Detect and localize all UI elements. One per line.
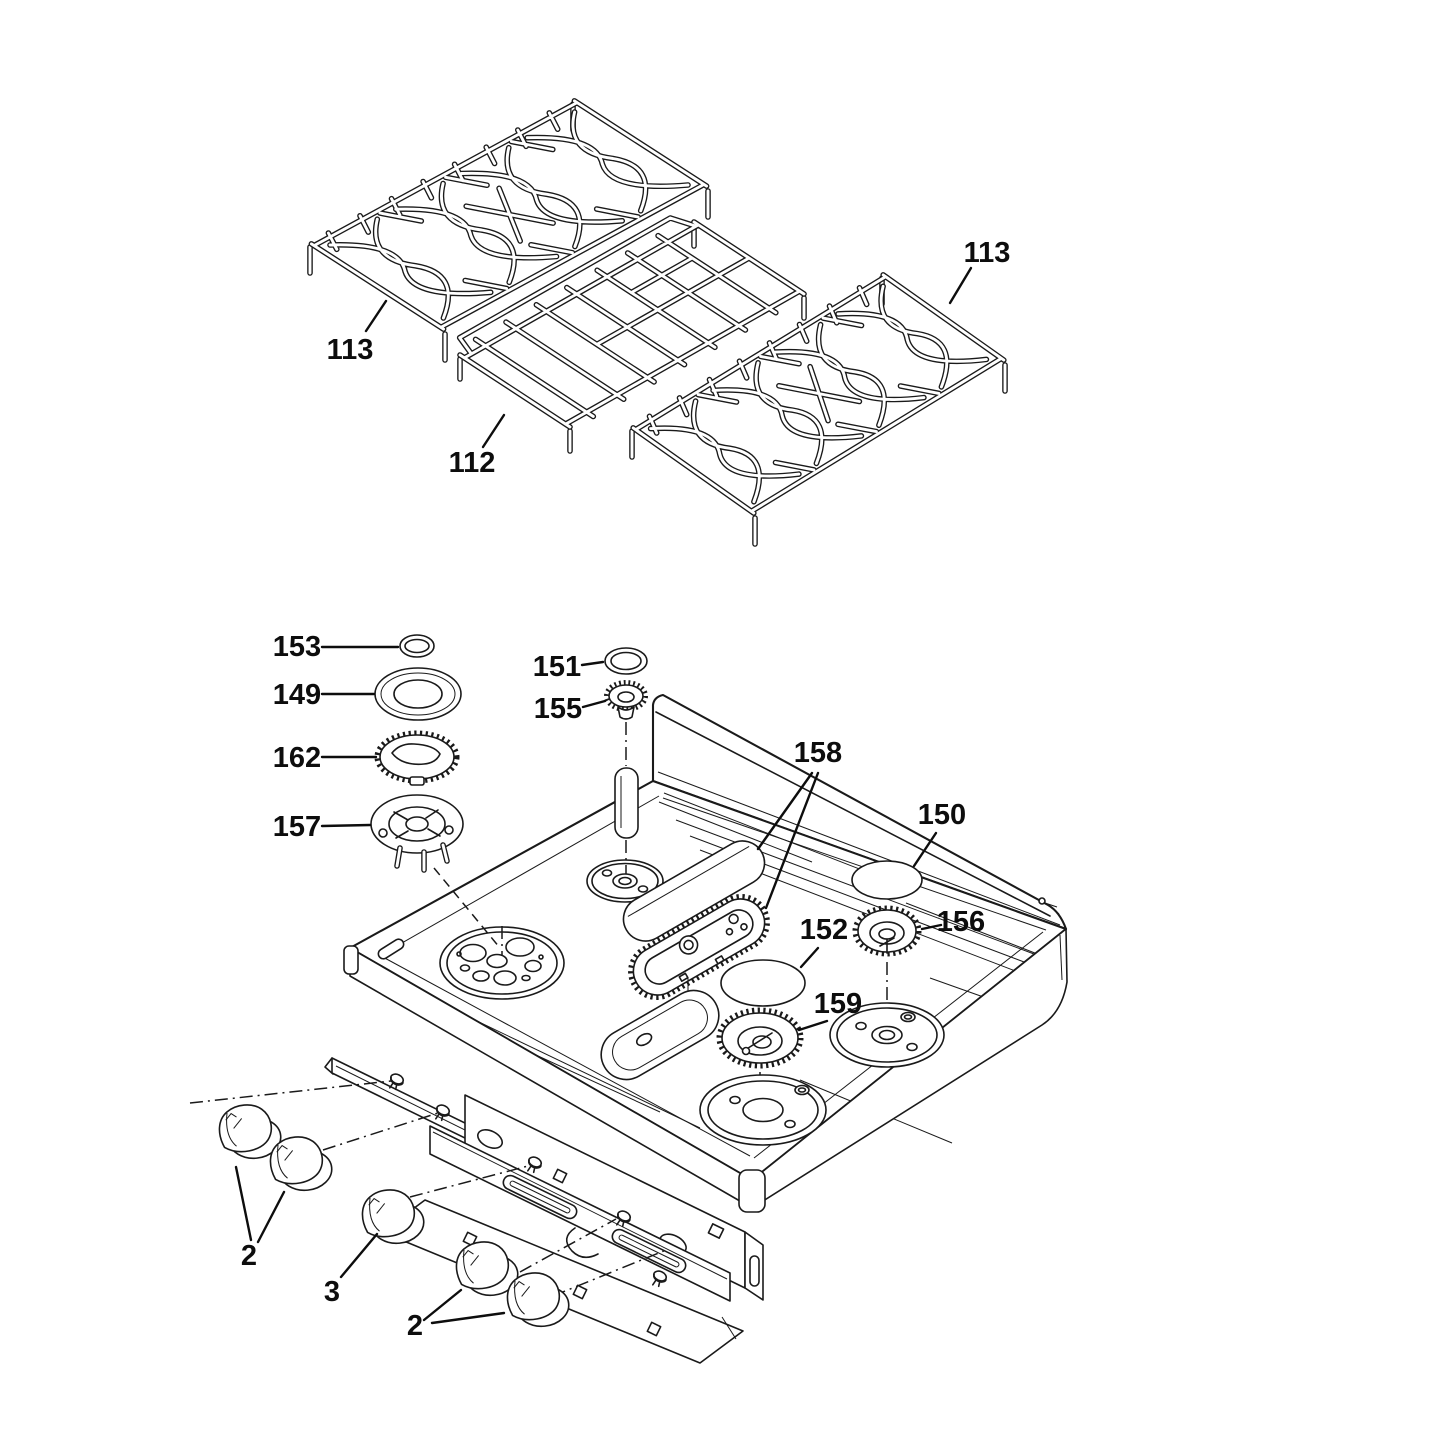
part-label-113-left: 113 (327, 334, 374, 366)
burner-cap-151 (604, 647, 648, 675)
part-label-151: 151 (533, 651, 581, 683)
front-left-depression (600, 989, 720, 1081)
part-label-157: 157 (273, 811, 321, 843)
part-label-112: 112 (449, 447, 496, 479)
grate-right-drawing (629, 272, 1008, 547)
burner-head-159 (716, 1007, 804, 1133)
sealed-burner-disc (439, 926, 565, 1000)
burner-head-162 (374, 730, 460, 786)
part-label-150: 150 (918, 799, 966, 831)
backsplash (651, 693, 1068, 931)
oval-burner-cover (622, 840, 766, 942)
burner-mount-right (829, 1002, 945, 1068)
part-label-3: 3 (324, 1276, 340, 1308)
part-label-155: 155 (534, 693, 582, 725)
oval-burner-ring (628, 894, 770, 1000)
burner-head-155 (604, 680, 648, 874)
part-label-2-right: 2 (407, 1310, 423, 1342)
part-label-156: 156 (937, 906, 985, 938)
burner-mount-front (699, 1074, 827, 1146)
burner-cap-153 (399, 634, 435, 658)
part-label-149: 149 (273, 679, 321, 711)
maintop-opening-152 (720, 959, 806, 1007)
part-label-162: 162 (273, 742, 321, 774)
burner-base-157 (370, 794, 503, 956)
grate-left-drawing (307, 98, 711, 363)
grate-center-drawing (456, 215, 807, 454)
part-label-153: 153 (273, 631, 321, 663)
part-label-159: 159 (814, 988, 862, 1020)
part-label-152: 152 (800, 914, 848, 946)
valve-rail (429, 1125, 731, 1302)
alignment-centerlines (189, 1080, 667, 1297)
part-labels: 113 112 113 153 149 162 157 151 155 158 … (234, 237, 1011, 1342)
trim-ring-149 (374, 667, 462, 721)
control-panel-face (464, 1094, 764, 1301)
part-label-158: 158 (794, 737, 842, 769)
burner-mount-rear-left (586, 859, 664, 903)
maintop-opening-150 (851, 860, 923, 900)
part-label-113-right: 113 (964, 237, 1011, 269)
part-label-2-left: 2 (241, 1240, 257, 1272)
